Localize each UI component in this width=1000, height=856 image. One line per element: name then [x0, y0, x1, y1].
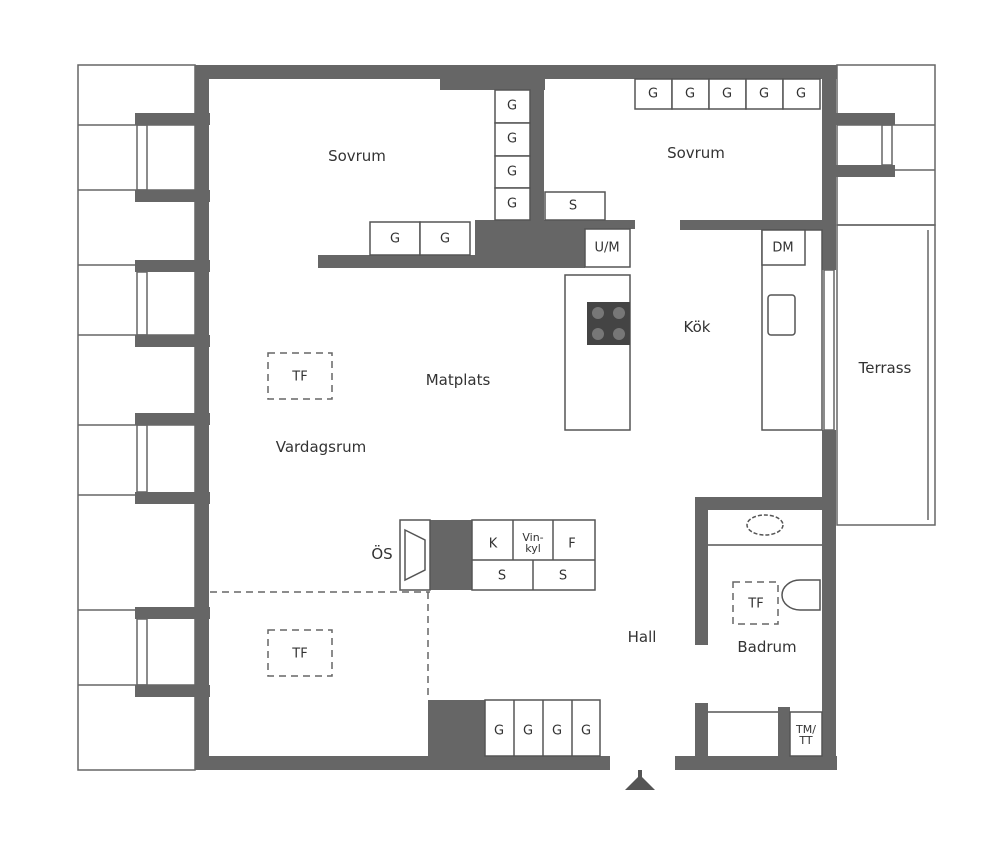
wardrobe-label: G — [795, 86, 807, 102]
window-bays-left — [135, 113, 210, 697]
washer-label: U/M — [594, 240, 620, 256]
furniture-space-label: TF — [292, 646, 308, 662]
wardrobe-label: G — [551, 723, 563, 739]
windows — [136, 124, 893, 686]
laundry-label: TM/ TT — [796, 723, 816, 747]
furniture-space-label: TF — [292, 369, 308, 385]
fixtures — [369, 78, 823, 757]
entrance-arrow-icon — [625, 775, 655, 790]
wardrobe-label: G — [493, 723, 505, 739]
terrace-area — [836, 224, 936, 526]
freezer-label: F — [568, 536, 576, 552]
storage-label: S — [558, 568, 568, 584]
room-label-hall: Hall — [627, 628, 657, 646]
storage-label: S — [568, 198, 578, 214]
wardrobe-label: G — [506, 164, 518, 180]
wardrobe-label: G — [758, 86, 770, 102]
room-label-dining: Matplats — [425, 371, 491, 389]
wardrobe-label: G — [522, 723, 534, 739]
wardrobe-label: G — [684, 86, 696, 102]
dishwasher-label: DM — [772, 240, 794, 256]
furniture-space-label: TF — [748, 596, 764, 612]
storage-label: S — [497, 568, 507, 584]
wardrobe-label: G — [580, 723, 592, 739]
room-label-terrace: Terrass — [858, 359, 912, 377]
fridge-label: K — [488, 536, 498, 552]
room-label-kitchen: Kök — [683, 318, 711, 336]
wardrobe-label: G — [721, 86, 733, 102]
room-label-living: Vardagsrum — [275, 438, 367, 456]
room-label-bathroom: Badrum — [737, 638, 797, 656]
room-label-bedroom-left: Sovrum — [328, 147, 386, 165]
stove — [587, 302, 630, 345]
wardrobe-label: G — [647, 86, 659, 102]
fireplace-label: ÖS — [371, 545, 393, 563]
dashed-lines — [210, 352, 779, 700]
room-label-bedroom-right: Sovrum — [667, 144, 725, 162]
wardrobe-label: G — [439, 231, 451, 247]
wardrobe-label: G — [389, 231, 401, 247]
wardrobe-label: G — [506, 98, 518, 114]
wardrobe-label: G — [506, 196, 518, 212]
wardrobe-label: G — [506, 131, 518, 147]
wine-cooler-label: Vin- kyl — [522, 531, 544, 555]
